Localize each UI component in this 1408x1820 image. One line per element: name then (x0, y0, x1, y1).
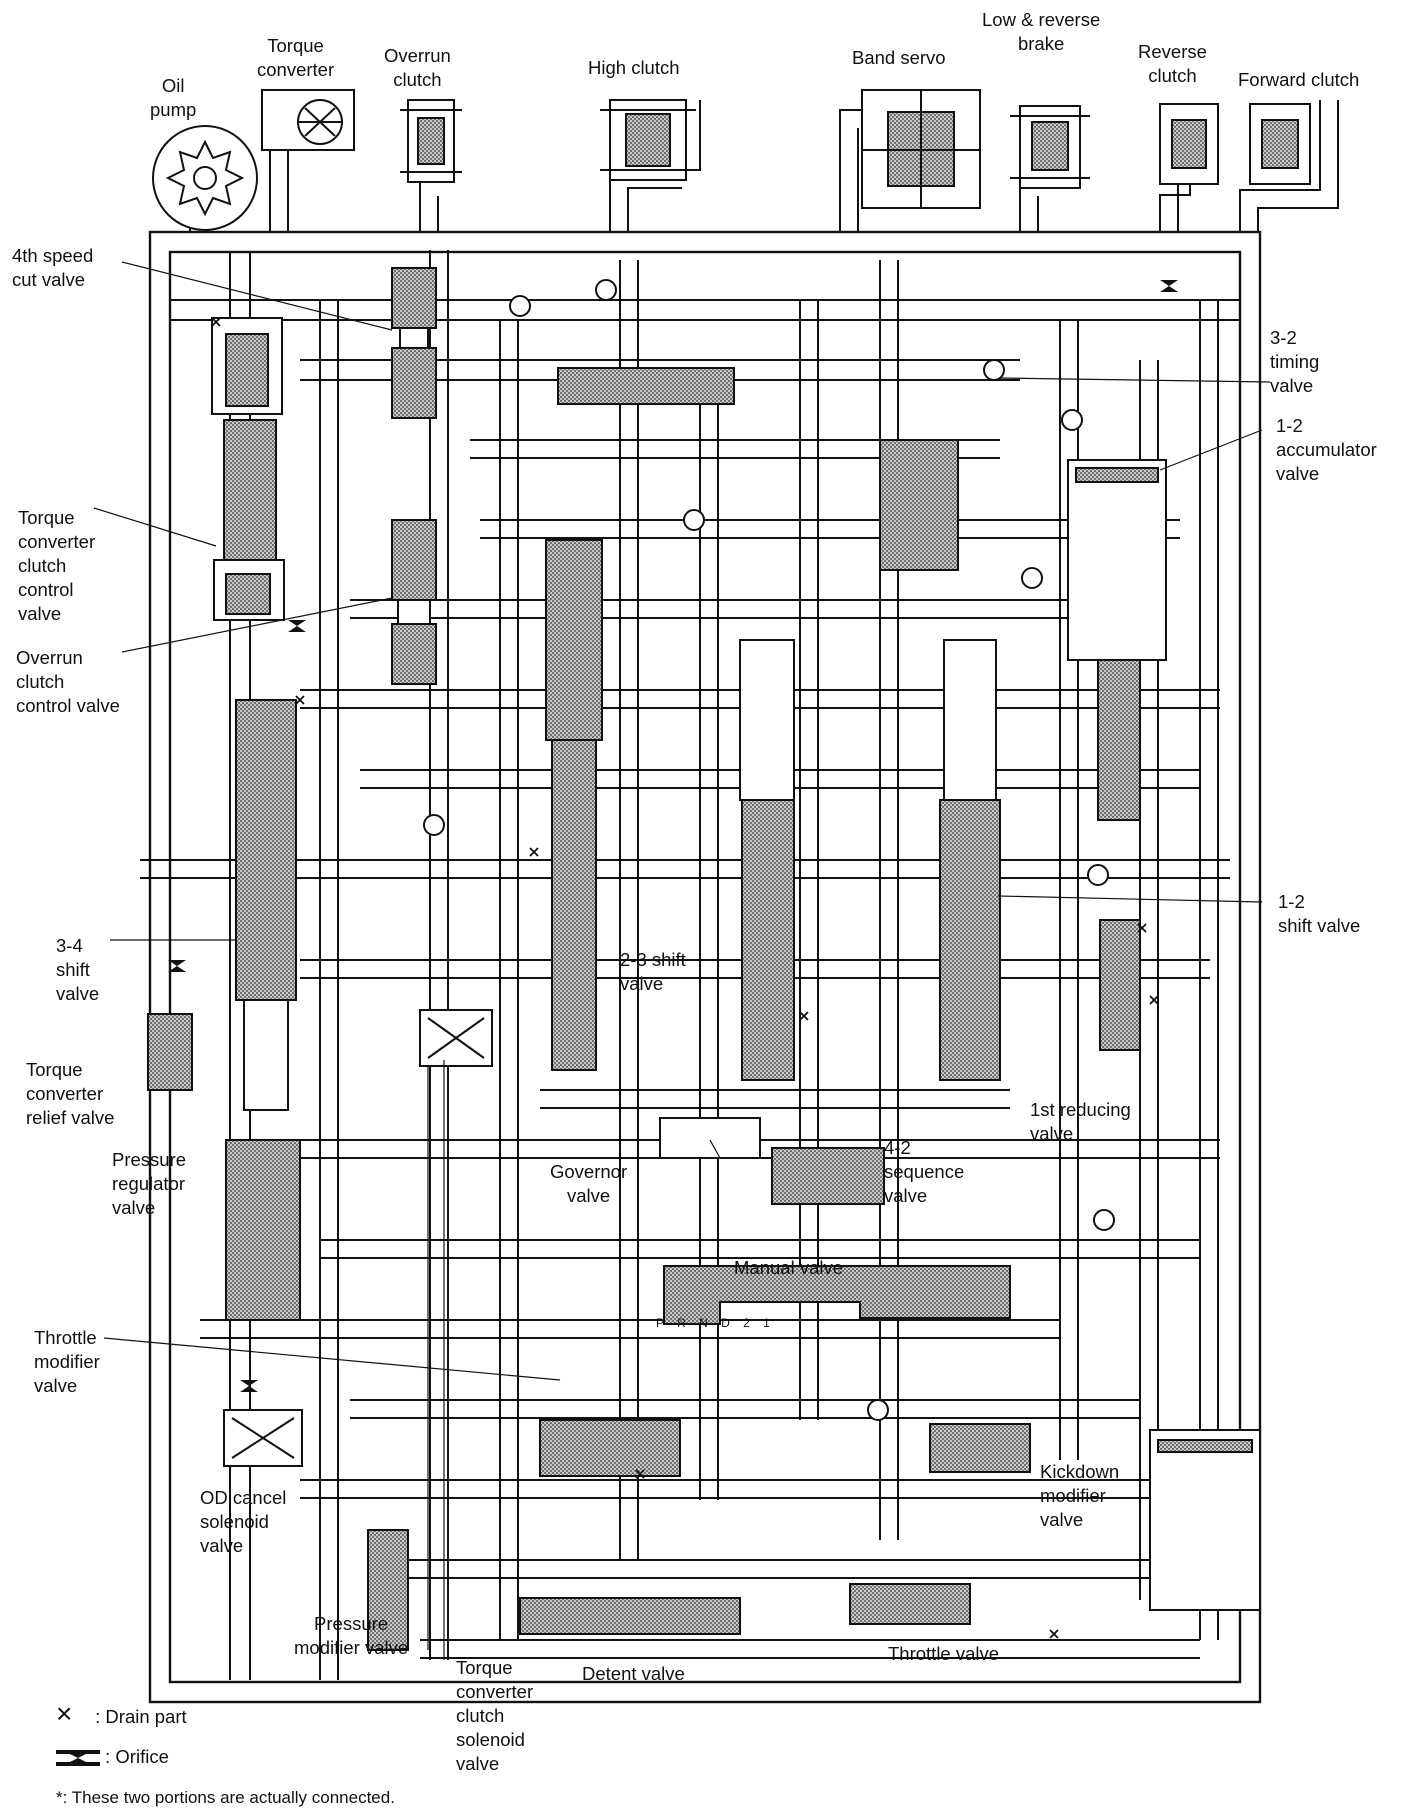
label-forward-clutch: Forward clutch (1238, 69, 1360, 90)
label-high-clutch: High clutch (588, 57, 680, 78)
label-4th-speed-cut-valve: 4th speed cut valve (12, 245, 94, 290)
governor-valve-spool (659, 1117, 761, 1159)
valve-spools (147, 267, 1261, 1651)
label-1-2-accumulator-valve: 1-2 accumulator valve (1276, 415, 1377, 484)
label-1-2-shift-valve: 1-2 shift valve (1278, 891, 1361, 936)
torque-converter-relief-valve-spool (147, 1013, 193, 1091)
1-2-shift-valve-spool (939, 639, 1001, 1081)
pressure-regulator-valve-spool (225, 1139, 301, 1321)
label-band-servo: Band servo (852, 47, 946, 68)
forward-clutch-pack (1249, 103, 1311, 185)
legend-connection-note: *: These two portions are actually conne… (56, 1788, 395, 1807)
2-3-shift-valve-spool (545, 539, 603, 1071)
3-4-shift-valve-spool (235, 699, 297, 1111)
leader-lines (93, 261, 1271, 1660)
tcc-solenoid (419, 1009, 493, 1067)
legend-orifice-label: : Orifice (105, 1746, 169, 1767)
label-kickdown-modifier-valve: Kickdown modifier valve (1040, 1461, 1120, 1530)
x-cross-icon: × (56, 1698, 73, 1729)
overrun-clutch-control-valve-spool (391, 519, 437, 685)
reverse-clutch-pack (1159, 103, 1219, 185)
low-reverse-brake-pack (1010, 105, 1090, 189)
detent-valve-spool (519, 1597, 741, 1635)
label-2-3-shift-valve: 2-3 shift valve (620, 949, 686, 994)
label-torque-converter-relief-valve: Torque converter relief valve (26, 1059, 115, 1128)
orifice-icon (56, 1750, 100, 1767)
4-2-sequence-valve-spool (771, 1147, 885, 1205)
od-cancel-solenoid (223, 1409, 303, 1467)
label-od-cancel-solenoid-valve: OD cancel solenoid valve (200, 1487, 287, 1556)
1st-reducing-valve-spool (1099, 919, 1141, 1051)
label-reverse-clutch: Reverse clutch (1138, 41, 1207, 86)
label-overrun-clutch: Overrun clutch (384, 45, 451, 90)
orifice-icon (168, 280, 1178, 1392)
oil-pump-gear (152, 125, 258, 231)
middle-shift-valve-spool (739, 639, 795, 1081)
throttle-valve-spool (849, 1583, 971, 1625)
3-2-timing-valve-spool (557, 367, 735, 405)
label-4-2-sequence-valve: 4-2 sequence valve (884, 1137, 965, 1206)
manual-valve-spool (663, 1265, 1011, 1325)
label-tcc-control-valve: Torque converter clutch control valve (18, 507, 96, 624)
label-low-reverse-brake: Low & reverse brake (982, 9, 1101, 54)
high-clutch-pack (600, 99, 696, 181)
solenoid-symbols (223, 1009, 493, 1467)
4th-speed-cut-valve-spool (391, 267, 437, 419)
accumulator-piston-center (879, 439, 959, 571)
label-pressure-regulator-valve: Pressure regulator valve (112, 1149, 187, 1218)
overrun-clutch-pack (400, 99, 462, 183)
label-3-4-shift-valve: 3-4 shift valve (56, 935, 100, 1004)
1-2-accumulator-valve-body (1067, 459, 1167, 821)
label-governor-valve: Governor valve (550, 1161, 628, 1206)
label-3-2-timing-valve: 3-2 timing valve (1270, 327, 1320, 396)
legend-drain-row: × : Drain part (56, 1698, 187, 1729)
legend-drain-label: : Drain part (95, 1706, 187, 1727)
label-1st-reducing-valve: 1st reducing valve (1030, 1099, 1131, 1144)
throttle-modifier-valve-spool (539, 1419, 681, 1477)
label-throttle-modifier-valve: Throttle modifier valve (34, 1327, 100, 1396)
valve-body-outline (148, 230, 1262, 1704)
torque-converter-symbol (261, 89, 355, 151)
pressure-modifier-valve-spool (367, 1529, 409, 1651)
clutch-packs (400, 89, 1311, 209)
band-servo-assembly (861, 89, 981, 209)
label-pressure-modifier-valve: Pressure modifier valve (294, 1613, 409, 1658)
label-torque-converter: Torque converter (257, 35, 335, 80)
legend-orifice-row: : Orifice (56, 1746, 169, 1768)
label-overrun-clutch-control-valve: Overrun clutch control valve (16, 647, 120, 716)
drain-marks (211, 317, 1159, 1639)
kickdown-cylinder (1149, 1429, 1261, 1611)
check-ball-icon (423, 279, 1115, 1421)
label-manual-valve: Manual valve (734, 1257, 844, 1278)
label-prnd21: P R N D 2 1 (656, 1316, 775, 1330)
label-throttle-valve: Throttle valve (888, 1643, 1000, 1664)
tcc-control-valve-spool (211, 317, 285, 621)
label-detent-valve: Detent valve (582, 1663, 685, 1684)
label-oil-pump: Oil pump (150, 75, 197, 120)
label-tcc-solenoid-valve: Torque converter clutch solenoid valve (456, 1657, 534, 1774)
kickdown-modifier-valve-spool (929, 1423, 1031, 1473)
